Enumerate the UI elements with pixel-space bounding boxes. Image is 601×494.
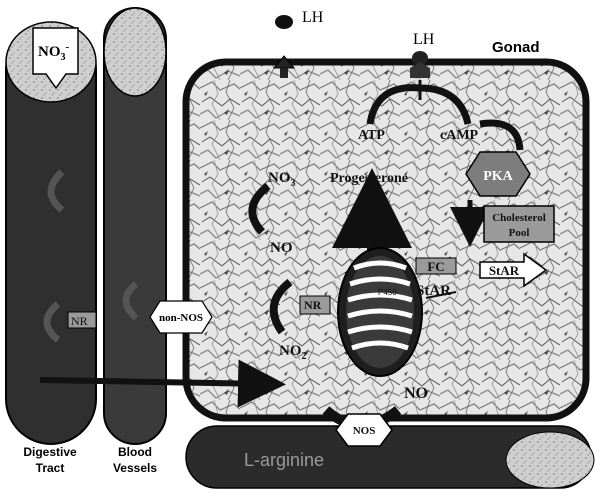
gonad-label: Gonad [492,39,540,56]
l-arginine-label: L-arginine [244,450,324,470]
blood-vessel-lumen [104,8,166,96]
progesterone-label: Progesterone [330,171,408,186]
pka-hexagon: PKA [466,152,530,196]
vessels-label: Vessels [113,461,157,475]
lh-receptor-label: LH [413,31,435,48]
atp-label: ATP [358,128,385,143]
digestive-label: Digestive [23,445,77,459]
star-arrow-label: StAR [489,263,520,278]
nos-label: NOS [353,425,376,437]
nos-hexagon: NOS [336,414,392,446]
tract-label: Tract [36,461,65,475]
nr-inner-box: NR [300,296,330,314]
pool-label: Pool [509,227,530,239]
no-label: NO [270,240,293,256]
cholesterol-label: Cholesterol [492,212,546,224]
camp-label: cAMP [440,128,479,143]
cholesterol-pool-box: Cholesterol Pool [484,206,554,242]
non-nos-hexagon: non-NOS [150,301,212,333]
lh-hormone [275,15,293,29]
lh-label: LH [302,9,324,26]
blood-label: Blood [118,445,152,459]
non-nos-label: non-NOS [159,312,203,324]
nr-left-label: NR [71,314,88,328]
fc-box: FC [416,258,456,274]
fc-label: FC [427,259,444,274]
nitrate-label: NO3- [38,41,70,63]
pka-label: PKA [483,169,513,184]
nr-left-box: NR [68,312,96,328]
mitochondrion: P450 [338,248,422,376]
l-arginine-band: L-arginine [186,426,594,488]
no-bottom-label: NO [404,385,428,402]
p450-label: P450 [378,288,397,297]
no-diffusion-arrow [40,380,268,384]
nr-inner-label: NR [304,298,322,312]
